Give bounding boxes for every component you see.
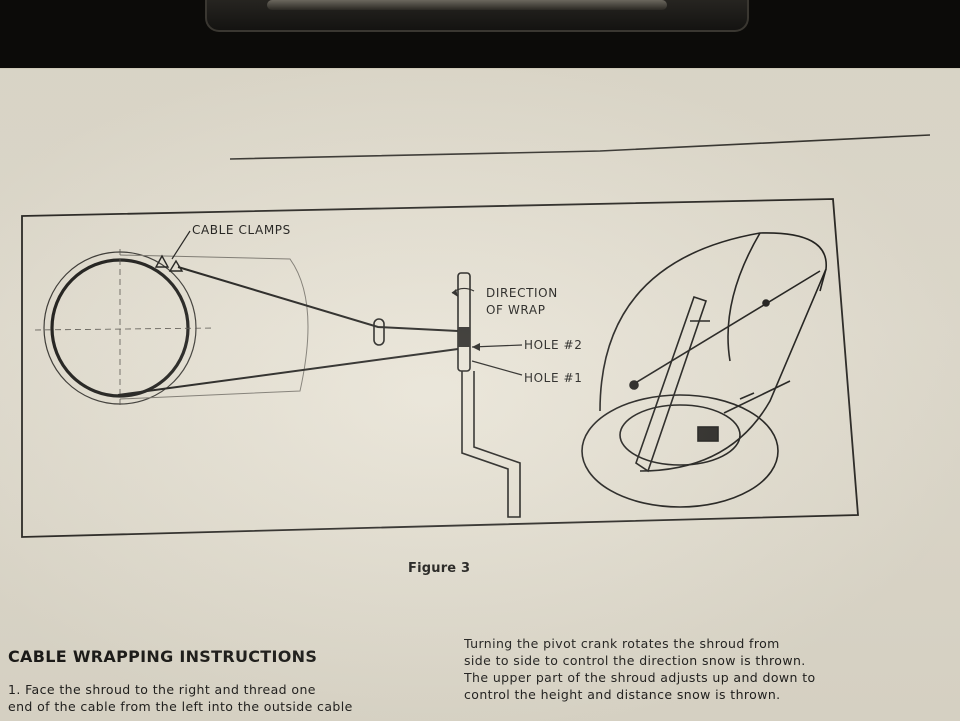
- shroud-illustration: [581, 232, 827, 508]
- header-rule: [229, 134, 931, 160]
- text-line: The upper part of the shroud adjusts up …: [464, 670, 816, 685]
- manual-page: CABLE CLAMPS DIRECTION OF WRAP HOLE #2 H…: [0, 68, 960, 721]
- text-line: side to side to control the direction sn…: [464, 653, 806, 668]
- label-hole-2: HOLE #2: [524, 338, 582, 352]
- figure-3-diagram: CABLE CLAMPS DIRECTION OF WRAP HOLE #2 H…: [21, 134, 931, 538]
- text-line: control the height and distance snow is …: [464, 687, 781, 702]
- figure-caption: Figure 3: [408, 561, 471, 576]
- pivot-crank: [451, 272, 521, 518]
- label-hole-1: HOLE #1: [524, 371, 582, 385]
- drum-outline: [119, 254, 309, 400]
- label-direction: DIRECTION: [486, 286, 558, 300]
- cable-clamps: [154, 230, 191, 272]
- hole1-leader: [471, 360, 523, 376]
- cable-guide: [373, 318, 385, 346]
- label-of-wrap: OF WRAP: [486, 303, 546, 317]
- cable-upper: [177, 266, 459, 332]
- text-line: end of the cable from the left into the …: [8, 699, 353, 714]
- instructions-right-column: Turning the pivot crank rotates the shro…: [464, 635, 924, 703]
- hole2-leader: [471, 344, 523, 348]
- label-cable-clamps: CABLE CLAMPS: [192, 223, 291, 237]
- text-line: 1. Face the shroud to the right and thre…: [8, 682, 316, 697]
- instructions-left-column: 1. Face the shroud to the right and thre…: [8, 681, 428, 715]
- section-heading: CABLE WRAPPING INSTRUCTIONS: [8, 647, 318, 666]
- figure-frame: [21, 198, 859, 538]
- cable-drum: [34, 249, 309, 409]
- cable-lower: [117, 348, 459, 396]
- text-line: Turning the pivot crank rotates the shro…: [464, 636, 780, 651]
- clipboard-clip: [205, 0, 749, 32]
